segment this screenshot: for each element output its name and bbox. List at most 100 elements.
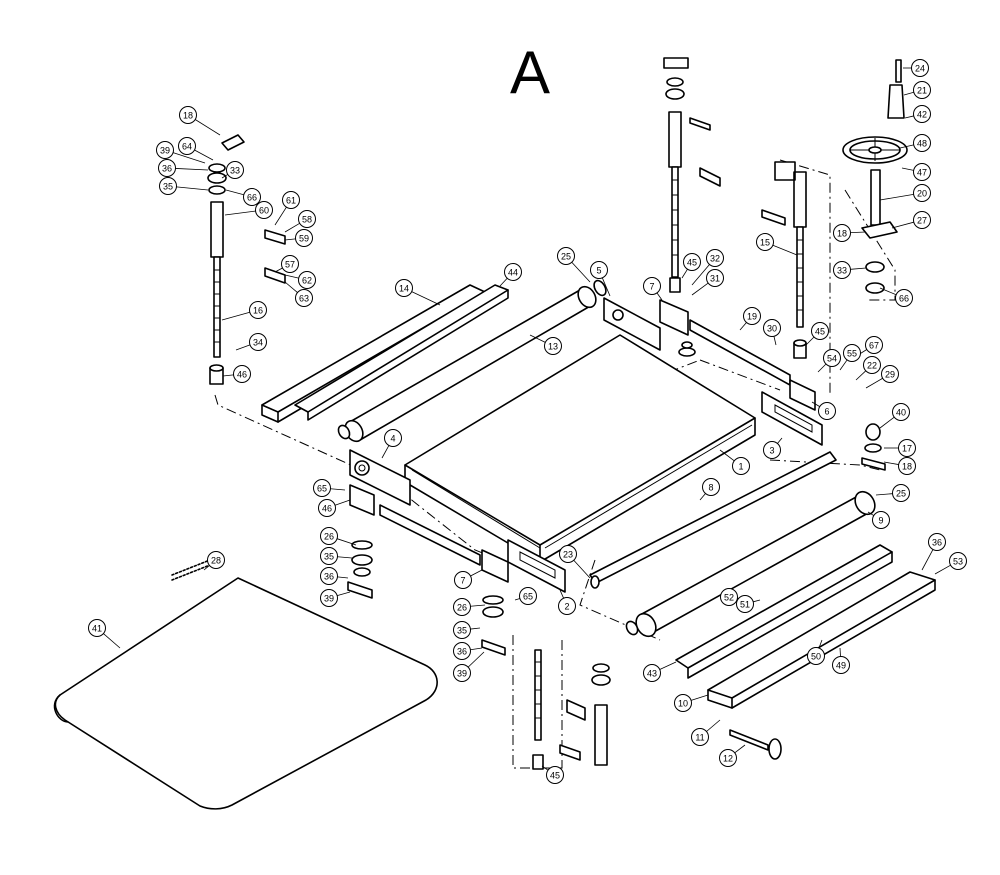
bracket-7a <box>659 299 689 336</box>
callout-number: 2 <box>564 602 569 612</box>
callout-circle <box>833 261 851 279</box>
callout-circle <box>823 349 841 367</box>
callout-circle <box>179 106 197 124</box>
callout-number: 10 <box>678 699 688 709</box>
leadscrew-lower <box>532 649 611 770</box>
callout-circle <box>384 429 402 447</box>
part-callout-18: 18 <box>833 224 867 242</box>
part-callout-39: 39 <box>156 141 206 164</box>
callout-number: 46 <box>322 504 332 514</box>
part-callout-33: 33 <box>221 161 244 179</box>
callout-number: 9 <box>878 516 883 526</box>
callout-circle <box>832 656 850 674</box>
callout-leader <box>904 115 914 119</box>
callout-leader <box>875 493 893 496</box>
callout-circle <box>320 589 338 607</box>
callout-number: 61 <box>286 196 296 206</box>
callout-number: 44 <box>508 268 518 278</box>
part-callout-48: 48 <box>899 134 931 152</box>
callout-leader <box>559 589 564 599</box>
callout-circle <box>843 344 861 362</box>
callout-number: 64 <box>182 142 192 152</box>
part-callout-4: 4 <box>381 429 402 459</box>
callout-circle <box>643 277 661 295</box>
callout-number: 13 <box>548 342 558 352</box>
callout-leader <box>203 565 210 571</box>
callout-leader <box>470 627 481 630</box>
part-callout-46: 46 <box>318 499 351 517</box>
callout-number: 12 <box>723 754 733 764</box>
callout-leader <box>818 639 823 649</box>
callout-number: 21 <box>917 86 927 96</box>
part-callout-26: 26 <box>320 527 357 546</box>
roller-13 <box>337 279 607 443</box>
part-callout-44: 44 <box>499 263 522 287</box>
part-callout-24: 24 <box>903 59 929 77</box>
callout-number: 43 <box>647 669 657 679</box>
part-callout-65: 65 <box>514 587 537 605</box>
leadscrew-15 <box>761 161 807 359</box>
rail-44 <box>294 284 509 421</box>
callout-number: 39 <box>324 594 334 604</box>
part-callout-12: 12 <box>719 744 746 767</box>
callout-circle <box>702 478 720 496</box>
callout-circle <box>892 403 910 421</box>
callout-leader <box>172 152 206 164</box>
callout-circle <box>818 402 836 420</box>
part-callout-42: 42 <box>904 105 931 123</box>
bracket-7b <box>481 549 509 583</box>
callout-leader <box>659 661 677 670</box>
callout-number: 63 <box>299 294 309 304</box>
callout-number: 51 <box>740 600 750 610</box>
callout-leader <box>891 221 914 229</box>
callout-number: 45 <box>687 258 697 268</box>
chain-28 <box>171 559 211 581</box>
callout-leader <box>865 377 883 389</box>
callout-circle <box>863 356 881 374</box>
callout-number: 7 <box>649 282 654 292</box>
callout-circle <box>558 597 576 615</box>
callout-leader <box>719 449 735 462</box>
part-callout-18: 18 <box>883 457 916 475</box>
callout-number: 41 <box>92 624 102 634</box>
callout-circle <box>913 81 931 99</box>
callout-number: 14 <box>399 284 409 294</box>
callout-circle <box>88 619 106 637</box>
callout-number: 54 <box>827 354 837 364</box>
callout-leader <box>706 719 721 732</box>
callout-leader <box>571 261 591 283</box>
callout-number: 22 <box>867 361 877 371</box>
callout-number: 31 <box>710 274 720 284</box>
callout-number: 18 <box>902 462 912 472</box>
callout-number: 45 <box>550 771 560 781</box>
callout-leader <box>879 287 897 296</box>
callout-leader <box>777 437 783 444</box>
part-callout-16: 16 <box>221 301 267 321</box>
callout-leader <box>739 322 747 331</box>
callout-circle <box>519 587 537 605</box>
callout-leader <box>772 244 798 256</box>
callout-number: 4 <box>390 434 395 444</box>
part-callout-28: 28 <box>203 551 225 571</box>
callout-leader <box>225 189 244 196</box>
callout-circle <box>320 527 338 545</box>
callout-leader <box>656 292 663 301</box>
callout-leader <box>381 445 390 459</box>
part-callout-11: 11 <box>691 719 721 746</box>
callout-leader <box>467 651 485 668</box>
callout-number: 18 <box>837 229 847 239</box>
callout-circle <box>282 191 300 209</box>
callout-number: 46 <box>237 370 247 380</box>
callout-number: 25 <box>561 252 571 262</box>
conveyor-belt-41 <box>53 577 438 810</box>
callout-circle <box>736 595 754 613</box>
callout-number: 15 <box>760 238 770 248</box>
callout-leader <box>284 222 300 233</box>
callout-leader <box>934 564 951 575</box>
callout-circle <box>178 137 196 155</box>
bracket-5 <box>603 297 661 351</box>
part-callout-46: 46 <box>222 365 251 383</box>
callout-number: 19 <box>747 312 757 322</box>
part-callout-36: 36 <box>320 567 349 585</box>
part-callout-2: 2 <box>558 589 576 615</box>
